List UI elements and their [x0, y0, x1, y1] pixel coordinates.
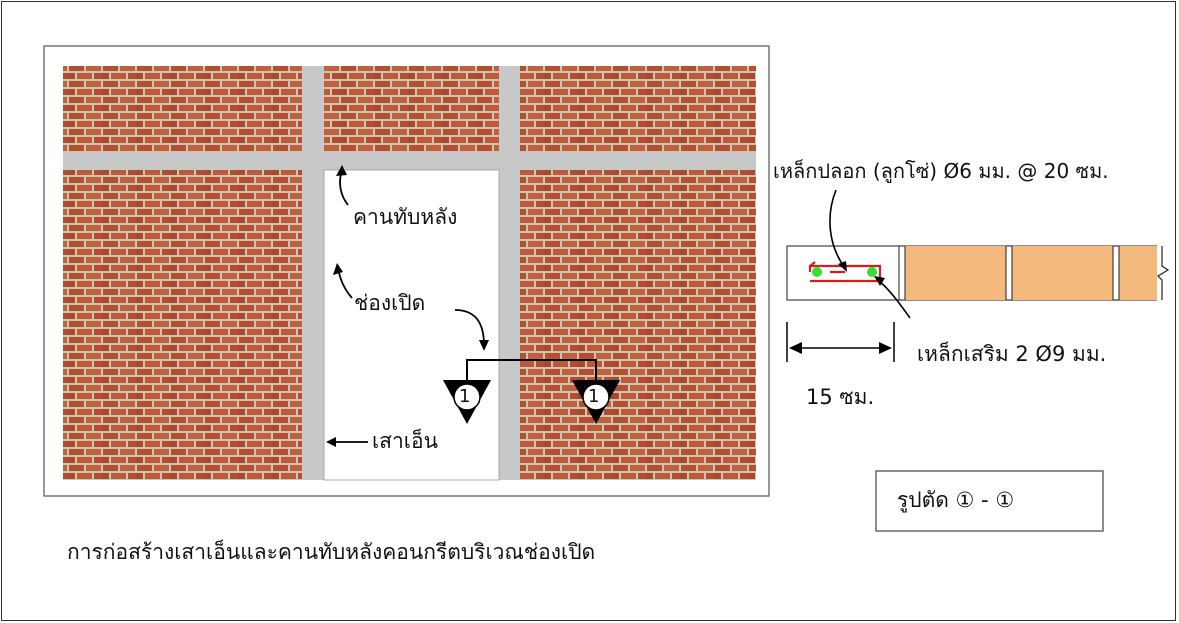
section-title: รูปตัด ① - ① [897, 488, 1015, 512]
section-cut-line [466, 359, 597, 380]
dimension-label: 15 ซม. [806, 385, 875, 409]
brick-wall [63, 66, 756, 480]
stirrup [808, 261, 882, 283]
section-title-box [875, 470, 1104, 532]
arrowheads [326, 165, 489, 447]
label-rebar: เหล็กเสริม 2 Ø9 มม. [917, 342, 1107, 366]
door-opening [323, 169, 500, 481]
label-lintel: คานทับหลัง [353, 205, 458, 229]
label-opening: ช่องเปิด [354, 291, 426, 315]
stiffener-columns [302, 66, 520, 480]
section-marker-right [572, 380, 620, 424]
section-view [786, 189, 1170, 532]
wall-section [904, 246, 1162, 300]
lintel-beam [63, 152, 756, 170]
mortar-joints [898, 245, 1120, 301]
dimension-line [786, 322, 895, 362]
rebar-right [867, 267, 877, 277]
label-column: เสาเอ็น [372, 429, 438, 453]
section-marker-left [443, 380, 491, 424]
rebar-left [812, 267, 822, 277]
label-stirrup: เหล็กปลอก (ลูกโซ่) Ø6 มม. @ 20 ซม. [773, 159, 1109, 183]
section-marker-left-number: 1 [459, 386, 471, 407]
elevation-caption: การก่อสร้างเสาเอ็นและคานทับหลังคอนกรีตบร… [67, 540, 596, 564]
break-line [1157, 246, 1170, 300]
section-marker-right-number: 1 [588, 386, 600, 407]
